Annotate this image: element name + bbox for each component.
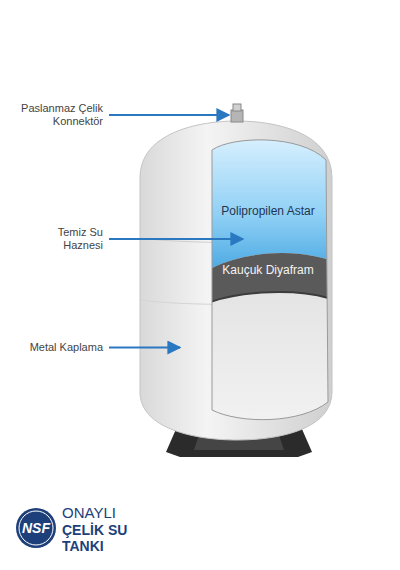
label-slot: Paslanmaz Çelik Konnektör xyxy=(8,102,103,128)
steel-connector xyxy=(231,110,243,122)
logo-text: NSF xyxy=(16,519,56,537)
tank-cutaway xyxy=(205,130,335,430)
leader-arrow xyxy=(109,347,180,349)
connector-thread xyxy=(233,104,241,111)
label-slot: NSF xyxy=(16,519,56,537)
label-slot: ÇELİK SU TANKI xyxy=(62,522,137,554)
callout-label: Metal Kaplama xyxy=(8,341,103,354)
nsf-logo xyxy=(16,508,56,548)
air-chamber xyxy=(205,130,335,430)
label-slot: Kauçuk Diyafram xyxy=(213,263,323,277)
label-slot: Temiz Su Haznesi xyxy=(43,226,103,252)
badge-text: ÇELİK SU TANKI xyxy=(62,522,137,554)
label-slot: Metal Kaplama xyxy=(8,341,103,354)
label-slot: ONAYLI xyxy=(62,504,182,521)
part-label: Kauçuk Diyafram xyxy=(213,263,323,277)
cutaway-edge xyxy=(212,140,328,420)
part-label: Polipropilen Astar xyxy=(213,204,323,218)
diaphragm-edge xyxy=(205,292,335,304)
callout-label: Paslanmaz Çelik Konnektör xyxy=(8,102,103,128)
leader-arrow xyxy=(109,114,229,116)
callout-label: Temiz Su Haznesi xyxy=(43,226,103,252)
label-slot: Polipropilen Astar xyxy=(213,204,323,218)
water-chamber xyxy=(205,130,335,272)
leader-arrow xyxy=(109,238,243,240)
rubber-diaphragm xyxy=(205,253,335,304)
badge-text: ONAYLI xyxy=(62,504,182,521)
